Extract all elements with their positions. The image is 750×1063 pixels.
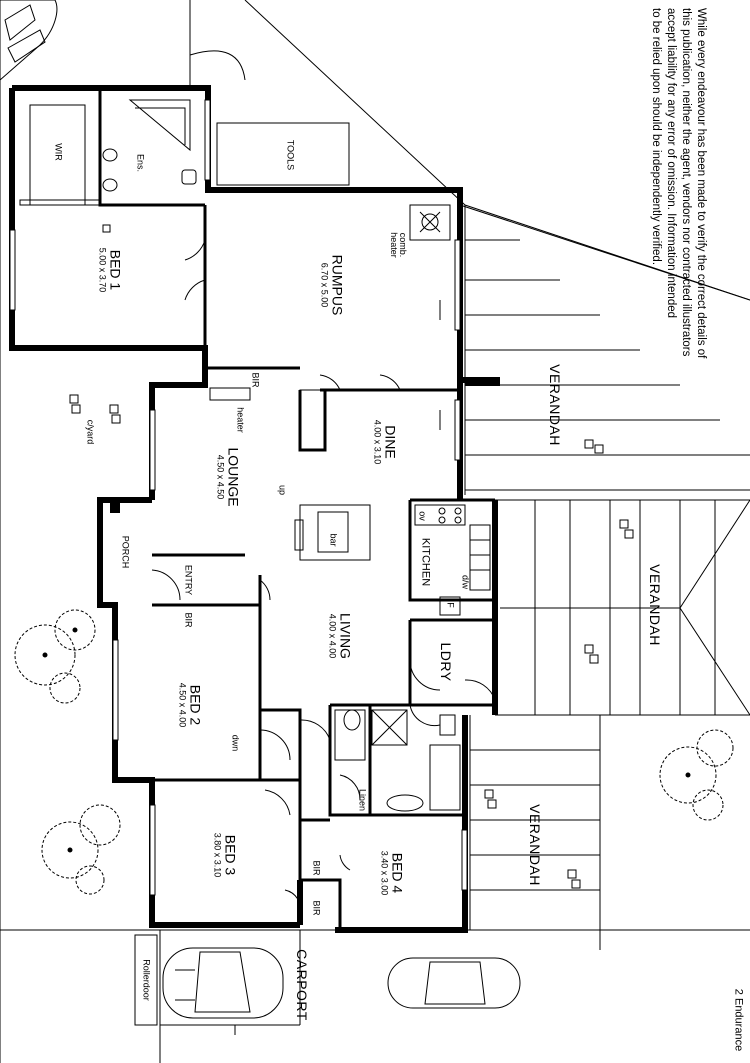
entry-marker (110, 503, 120, 513)
tools-shed (216, 122, 350, 186)
room-tools: TOOLS (285, 139, 296, 171)
interior-walls (98, 88, 495, 930)
verandah-bottom (469, 715, 601, 950)
fridge-label: F (445, 602, 456, 608)
plant-marks (69, 394, 634, 889)
ensuite-fixtures (102, 99, 197, 233)
room-ldry: LDRY (438, 642, 454, 682)
disclaimer-line: to be relied upon should be independentl… (650, 8, 662, 266)
bir-label: BIR (250, 372, 261, 388)
disclaimer-line: this publication, neither the agent, ven… (680, 8, 692, 357)
tree-icon (14, 609, 96, 704)
rollerdoor-label: Rollerdoor (141, 959, 152, 1001)
tree-icon (41, 804, 121, 895)
carport (134, 930, 301, 1035)
doors (151, 239, 496, 916)
car-icon (387, 957, 521, 1009)
verandah-label: VERANDAH (547, 364, 563, 446)
oven-label: ov (417, 511, 428, 521)
windows (9, 99, 468, 896)
linen-label: Linen (357, 788, 368, 812)
verandah-label: VERANDAH (647, 564, 663, 646)
bir-label: BIR (311, 900, 322, 916)
dwn-label: dwn (230, 734, 241, 752)
site-line (159, 0, 191, 1063)
wir-area (19, 104, 101, 206)
tree-icon (659, 729, 734, 821)
verandah-top (459, 204, 750, 495)
verandah-label: VERANDAH (527, 804, 543, 886)
kitchen-fixtures (414, 504, 491, 616)
comb-heater-icon (409, 204, 451, 241)
room-entry: ENTRY (183, 564, 194, 596)
disclaimer-line: accept liability for any error of omissi… (665, 8, 677, 319)
courtyard-label: c/yard (85, 419, 96, 445)
room-wir: WIR (53, 143, 64, 161)
bar-label: bar (328, 533, 339, 547)
bar-counter (209, 387, 371, 561)
disclaimer: While every endeavour has been made to v… (648, 8, 708, 808)
verandah-post (465, 378, 500, 386)
up-label: up (277, 484, 288, 496)
heater-label: heater (235, 407, 246, 433)
bir-label: BIR (183, 612, 194, 628)
room-kitchen: KITCHEN (419, 537, 432, 587)
car-icon (162, 947, 284, 1019)
dishwasher-label: d/w (460, 574, 471, 590)
room-porch: PORCH (120, 535, 131, 569)
verandah-middle (495, 499, 750, 716)
bir-label: BIR (311, 860, 322, 876)
bathroom-fixtures (334, 709, 461, 812)
comb-heater-label: comb. heater (389, 232, 408, 258)
room-carport: CARPORT (294, 949, 310, 1021)
room-ens: Ens. (135, 153, 146, 173)
car-icon (0, 0, 58, 81)
property-name: 2 Endurance (732, 988, 745, 1052)
disclaimer-line: While every endeavour has been made to v… (695, 8, 707, 359)
